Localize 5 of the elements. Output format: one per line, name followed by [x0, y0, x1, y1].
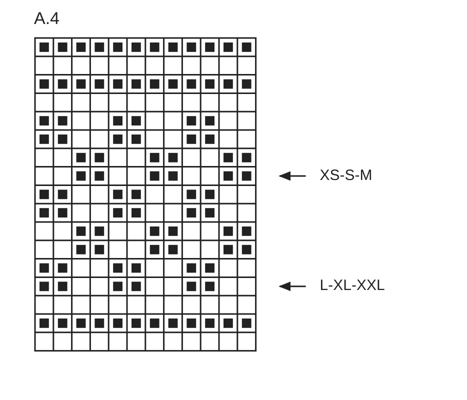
chart-title: A.4 [34, 10, 60, 27]
size-label: L-XL-XXL [320, 278, 385, 294]
size-label: XS-S-M [320, 168, 372, 183]
arrow [278, 171, 306, 181]
arrow [278, 282, 306, 292]
